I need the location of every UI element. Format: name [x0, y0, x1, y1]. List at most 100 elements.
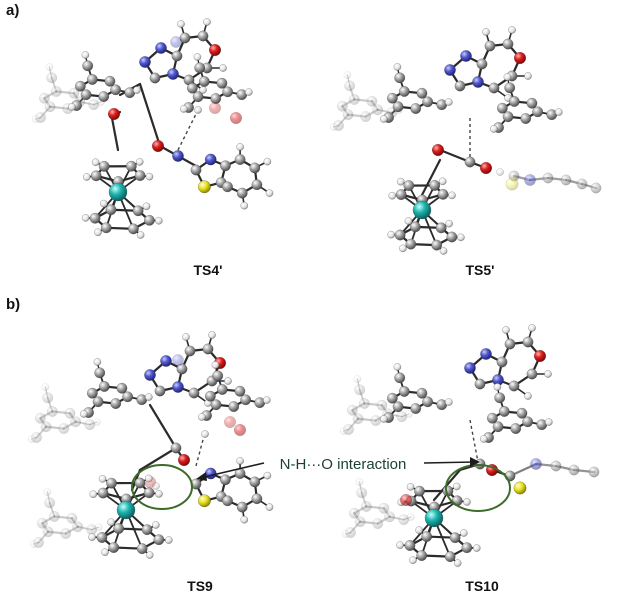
- carbon-atom: [249, 162, 261, 174]
- carbon-atom: [44, 101, 56, 113]
- hydrogen-atom: [463, 498, 471, 506]
- carbon-atom: [394, 229, 406, 241]
- hydrogen-atom: [145, 172, 154, 181]
- carbon-atom: [366, 95, 378, 107]
- oxygen-atom: [208, 44, 221, 57]
- hydrogen-atom: [496, 168, 504, 176]
- carbon-atom: [342, 109, 354, 121]
- carbon-atom: [431, 239, 443, 251]
- hydrogen-atom: [89, 490, 98, 499]
- hydrogen-atom: [489, 125, 498, 133]
- carbon-atom: [378, 502, 390, 514]
- carbon-atom: [104, 75, 116, 87]
- hydrogen-atom: [155, 490, 163, 498]
- nitrogen-atom: [155, 42, 167, 54]
- hydrogen-atom: [353, 375, 362, 383]
- carbon-atom: [352, 413, 364, 425]
- hydrogen-atom: [339, 427, 348, 435]
- carbon-atom: [348, 507, 360, 519]
- carbon-atom: [526, 97, 538, 109]
- carbon-atom: [202, 343, 214, 355]
- hydrogen-bond-dash: [177, 113, 197, 151]
- hydrogen-atom: [194, 106, 202, 114]
- carbon-atom: [392, 401, 404, 413]
- hydrogen-atom: [98, 475, 107, 483]
- carbon-atom: [122, 391, 134, 403]
- oxygen-atom: [151, 139, 164, 152]
- hydrogen-atom: [379, 115, 388, 123]
- carbon-atom: [486, 412, 498, 424]
- carbon-atom: [222, 86, 234, 98]
- carbon-atom: [398, 86, 410, 97]
- carbon-atom: [72, 521, 84, 533]
- carbon-atom: [188, 387, 200, 399]
- nitrogen-atom: [167, 68, 179, 80]
- carbon-atom: [386, 392, 398, 404]
- hydrogen-atom: [439, 247, 448, 255]
- carbon-atom: [398, 386, 410, 397]
- carbon-atom: [42, 526, 54, 538]
- carbon-atom: [372, 518, 384, 529]
- carbon-atom: [136, 543, 148, 555]
- carbon-atom: [98, 381, 110, 392]
- hydrogen-atom: [164, 536, 173, 544]
- carbon-atom: [60, 528, 72, 539]
- nitrogen-atom: [170, 36, 182, 48]
- carbon-atom: [516, 407, 528, 419]
- carbon-atom: [360, 501, 372, 512]
- carbon-atom: [550, 460, 562, 472]
- hydrogen-atom: [95, 523, 103, 531]
- hydrogen-atom: [508, 26, 516, 34]
- carbon-atom: [82, 60, 94, 72]
- oxygen-atom: [233, 424, 246, 437]
- sulfur-atom: [197, 494, 211, 508]
- ruthenium-atom: [116, 500, 136, 520]
- sulfur-atom: [197, 180, 211, 194]
- carbon-atom: [372, 104, 384, 116]
- nitrogen-atom: [464, 362, 476, 374]
- hydrogen-atom: [236, 457, 244, 465]
- carbon-atom: [356, 487, 368, 499]
- hydrogen-atom: [544, 370, 552, 378]
- carbon-atom: [94, 367, 106, 379]
- carbon-atom: [416, 387, 428, 399]
- carbon-atom: [484, 40, 496, 52]
- carbon-atom: [416, 550, 428, 561]
- hydrogen-atom: [407, 513, 415, 521]
- hydrogen-atom: [399, 244, 407, 253]
- carbon-atom: [435, 222, 447, 234]
- nitrogen-atom: [172, 354, 184, 366]
- hydrogen-atom: [528, 324, 536, 332]
- arrow-line: [199, 462, 265, 479]
- hydrogen-atom: [415, 526, 423, 534]
- hydrogen-atom: [240, 515, 249, 524]
- carbon-atom: [437, 188, 449, 200]
- carbon-atom: [154, 385, 166, 397]
- carbon-atom: [105, 204, 117, 216]
- carbon-atom: [234, 385, 246, 397]
- oxygen-atom: [400, 494, 413, 507]
- carbon-atom: [40, 421, 52, 433]
- hydrogen-atom: [445, 398, 453, 406]
- hydrogen-atom: [144, 474, 153, 483]
- carbon-atom: [384, 511, 396, 523]
- carbon-atom: [520, 113, 532, 124]
- carbon-atom: [198, 76, 210, 87]
- carbon-atom: [251, 179, 263, 191]
- hydrogen-atom: [29, 540, 38, 548]
- oxygen-atom: [177, 454, 190, 467]
- hydrogen-atom: [201, 430, 209, 438]
- hydrogen-atom: [406, 483, 415, 491]
- hydrogen-atom: [343, 71, 352, 79]
- hydrogen-atom: [236, 143, 244, 151]
- carbon-atom: [474, 378, 486, 390]
- hydrogen-atom: [396, 541, 404, 549]
- hydrogen-atom: [155, 216, 163, 225]
- hydrogen-atom: [82, 173, 91, 181]
- hydrogen-atom: [179, 105, 188, 113]
- hydrogen-atom: [448, 191, 456, 200]
- carbon-atom: [354, 384, 366, 396]
- hydrogen-atom: [41, 383, 50, 391]
- carbon-atom: [410, 403, 422, 414]
- hydrogen-atom: [405, 410, 413, 418]
